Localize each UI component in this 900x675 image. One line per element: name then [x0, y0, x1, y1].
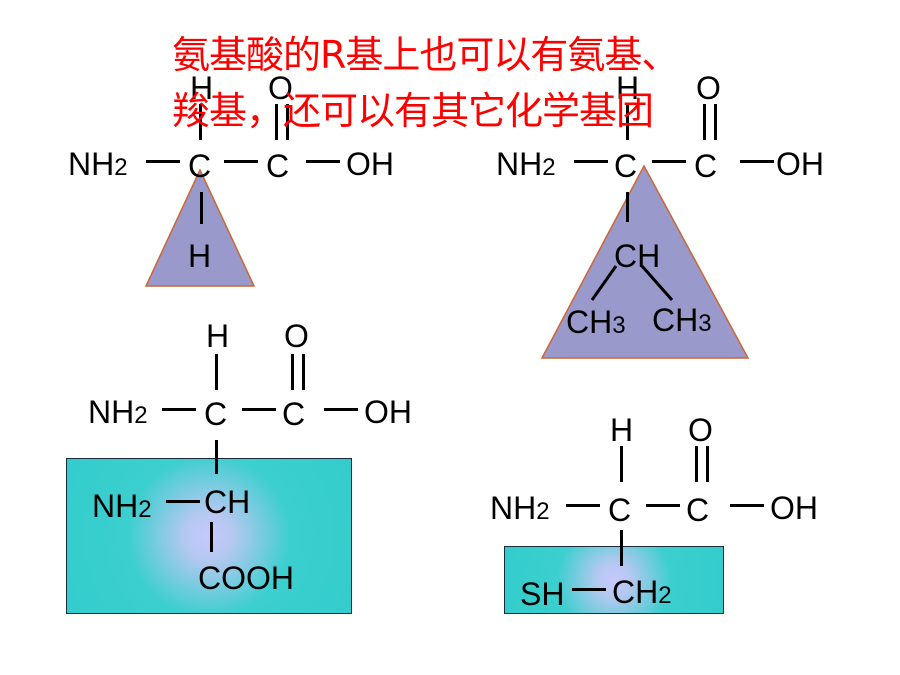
double-bond-left	[275, 104, 278, 140]
atom-o: O	[688, 412, 713, 448]
atom-c-alpha: C	[608, 492, 632, 528]
atom-c-carboxyl: C	[266, 148, 290, 184]
bond-v	[215, 440, 218, 474]
atom-o: O	[696, 70, 721, 106]
double-bond-right	[706, 446, 709, 482]
atom-c-carboxyl: C	[694, 148, 718, 184]
nh2-group: NH2	[68, 148, 128, 180]
bond-h	[242, 408, 276, 411]
subscript-2: 2	[114, 154, 128, 181]
atom-c-alpha: C	[614, 148, 638, 184]
double-bond-left	[695, 446, 698, 482]
double-bond-left	[703, 104, 706, 140]
bond-v	[620, 530, 623, 566]
ch-text: CH	[566, 304, 613, 340]
bond-h	[740, 160, 774, 163]
atom-h-top: H	[190, 70, 214, 106]
atom-o: O	[268, 70, 293, 106]
bond-h	[574, 160, 608, 163]
atom-oh: OH	[346, 146, 394, 182]
double-bond-left	[291, 354, 294, 390]
bond-h	[166, 500, 200, 503]
bond-h	[224, 160, 258, 163]
subscript-2: 2	[542, 154, 556, 181]
bond-h	[566, 504, 600, 507]
atom-oh: OH	[776, 146, 824, 182]
ch-text: CH	[652, 302, 699, 338]
nh-text: NH	[92, 488, 139, 524]
double-bond-right	[714, 104, 717, 140]
branch-bonds	[590, 265, 674, 301]
r-group-nh2: NH2	[92, 490, 152, 522]
atom-c-alpha: C	[188, 148, 212, 184]
bond-h	[306, 160, 340, 163]
r-group-sh: SH	[520, 576, 565, 612]
r-group-h: H	[188, 238, 212, 274]
subscript-3: 3	[612, 312, 626, 339]
atom-h-top: H	[206, 318, 230, 354]
atom-oh: OH	[770, 490, 818, 526]
bond-h	[324, 408, 358, 411]
subscript-2: 2	[536, 498, 550, 525]
double-bond-right	[286, 104, 289, 140]
atom-h-top: H	[616, 70, 640, 106]
r-group-triangle-2	[540, 164, 750, 359]
atom-c-carboxyl: C	[282, 396, 306, 432]
subscript-2: 2	[134, 402, 148, 429]
r-group-box-3	[66, 458, 352, 614]
bond-h	[572, 588, 606, 591]
r-group-triangle-1	[144, 168, 256, 287]
bond-h	[162, 408, 196, 411]
atom-c-carboxyl: C	[686, 492, 710, 528]
r-group-cooh: COOH	[198, 560, 294, 596]
bond-h	[730, 504, 764, 507]
bond-h	[652, 160, 686, 163]
bond-v	[210, 522, 213, 552]
title-line-2: 羧基，还可以有其它化学基团	[172, 89, 654, 133]
nh2-group: NH2	[496, 148, 556, 180]
nh-text: NH	[496, 146, 543, 182]
r-group-ch3-right: CH3	[652, 304, 712, 336]
r-group-ch3-left: CH3	[566, 306, 626, 338]
atom-o: O	[284, 318, 309, 354]
atom-oh: OH	[364, 394, 412, 430]
nh2-group: NH2	[490, 492, 550, 524]
bond-v	[620, 446, 623, 482]
double-bond-right	[302, 354, 305, 390]
bond-v	[626, 192, 629, 222]
nh2-group: NH2	[88, 396, 148, 428]
nh-text: NH	[490, 490, 537, 526]
r-group-ch2: CH2	[612, 576, 672, 608]
r-group-ch: CH	[614, 238, 661, 274]
r-group-box-4	[504, 546, 724, 614]
nh-text: NH	[88, 394, 135, 430]
bond-h	[146, 160, 180, 163]
r-group-ch: CH	[204, 484, 251, 520]
bond-v	[215, 354, 218, 390]
nh-text: NH	[68, 146, 115, 182]
bond-h	[646, 504, 680, 507]
atom-h-top: H	[610, 412, 634, 448]
subscript-2: 2	[658, 582, 672, 609]
subscript-3: 3	[698, 310, 712, 337]
bond-v	[626, 104, 629, 140]
bond-v	[199, 104, 202, 140]
subscript-2: 2	[138, 496, 152, 523]
bond-v	[200, 192, 203, 224]
title-line-1: 氨基酸的R基上也可以有氨基、	[172, 33, 679, 77]
ch-text: CH	[612, 574, 659, 610]
atom-c-alpha: C	[204, 396, 228, 432]
